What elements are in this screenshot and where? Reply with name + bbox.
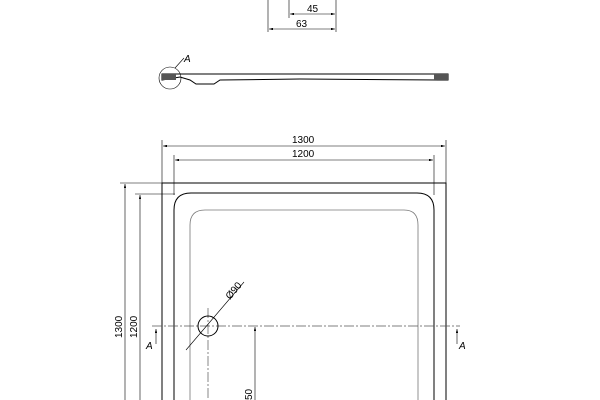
section-mark-left: A: [145, 341, 153, 352]
dim-width-outer: 1300: [292, 135, 315, 146]
drain-circle: [197, 315, 219, 337]
dim-drain-offset: 50: [244, 388, 255, 400]
side-profile: A: [158, 54, 449, 90]
dim-height-inner: 1200: [129, 315, 140, 338]
detail-circle: [158, 66, 182, 90]
dim-45: 45: [307, 4, 319, 15]
section-label: A: [183, 54, 191, 65]
dim-height-outer: 1300: [114, 315, 125, 338]
dim-63: 63: [296, 19, 308, 30]
detail-dimensions: 45 63: [267, 0, 337, 32]
dim-drain-diameter: Ø90: [224, 280, 245, 302]
section-mark-right: A: [458, 341, 466, 352]
dim-width-inner: 1200: [292, 149, 315, 160]
plan-view: 1300 1200 1300 1200 Ø90 50 A A: [114, 135, 466, 400]
